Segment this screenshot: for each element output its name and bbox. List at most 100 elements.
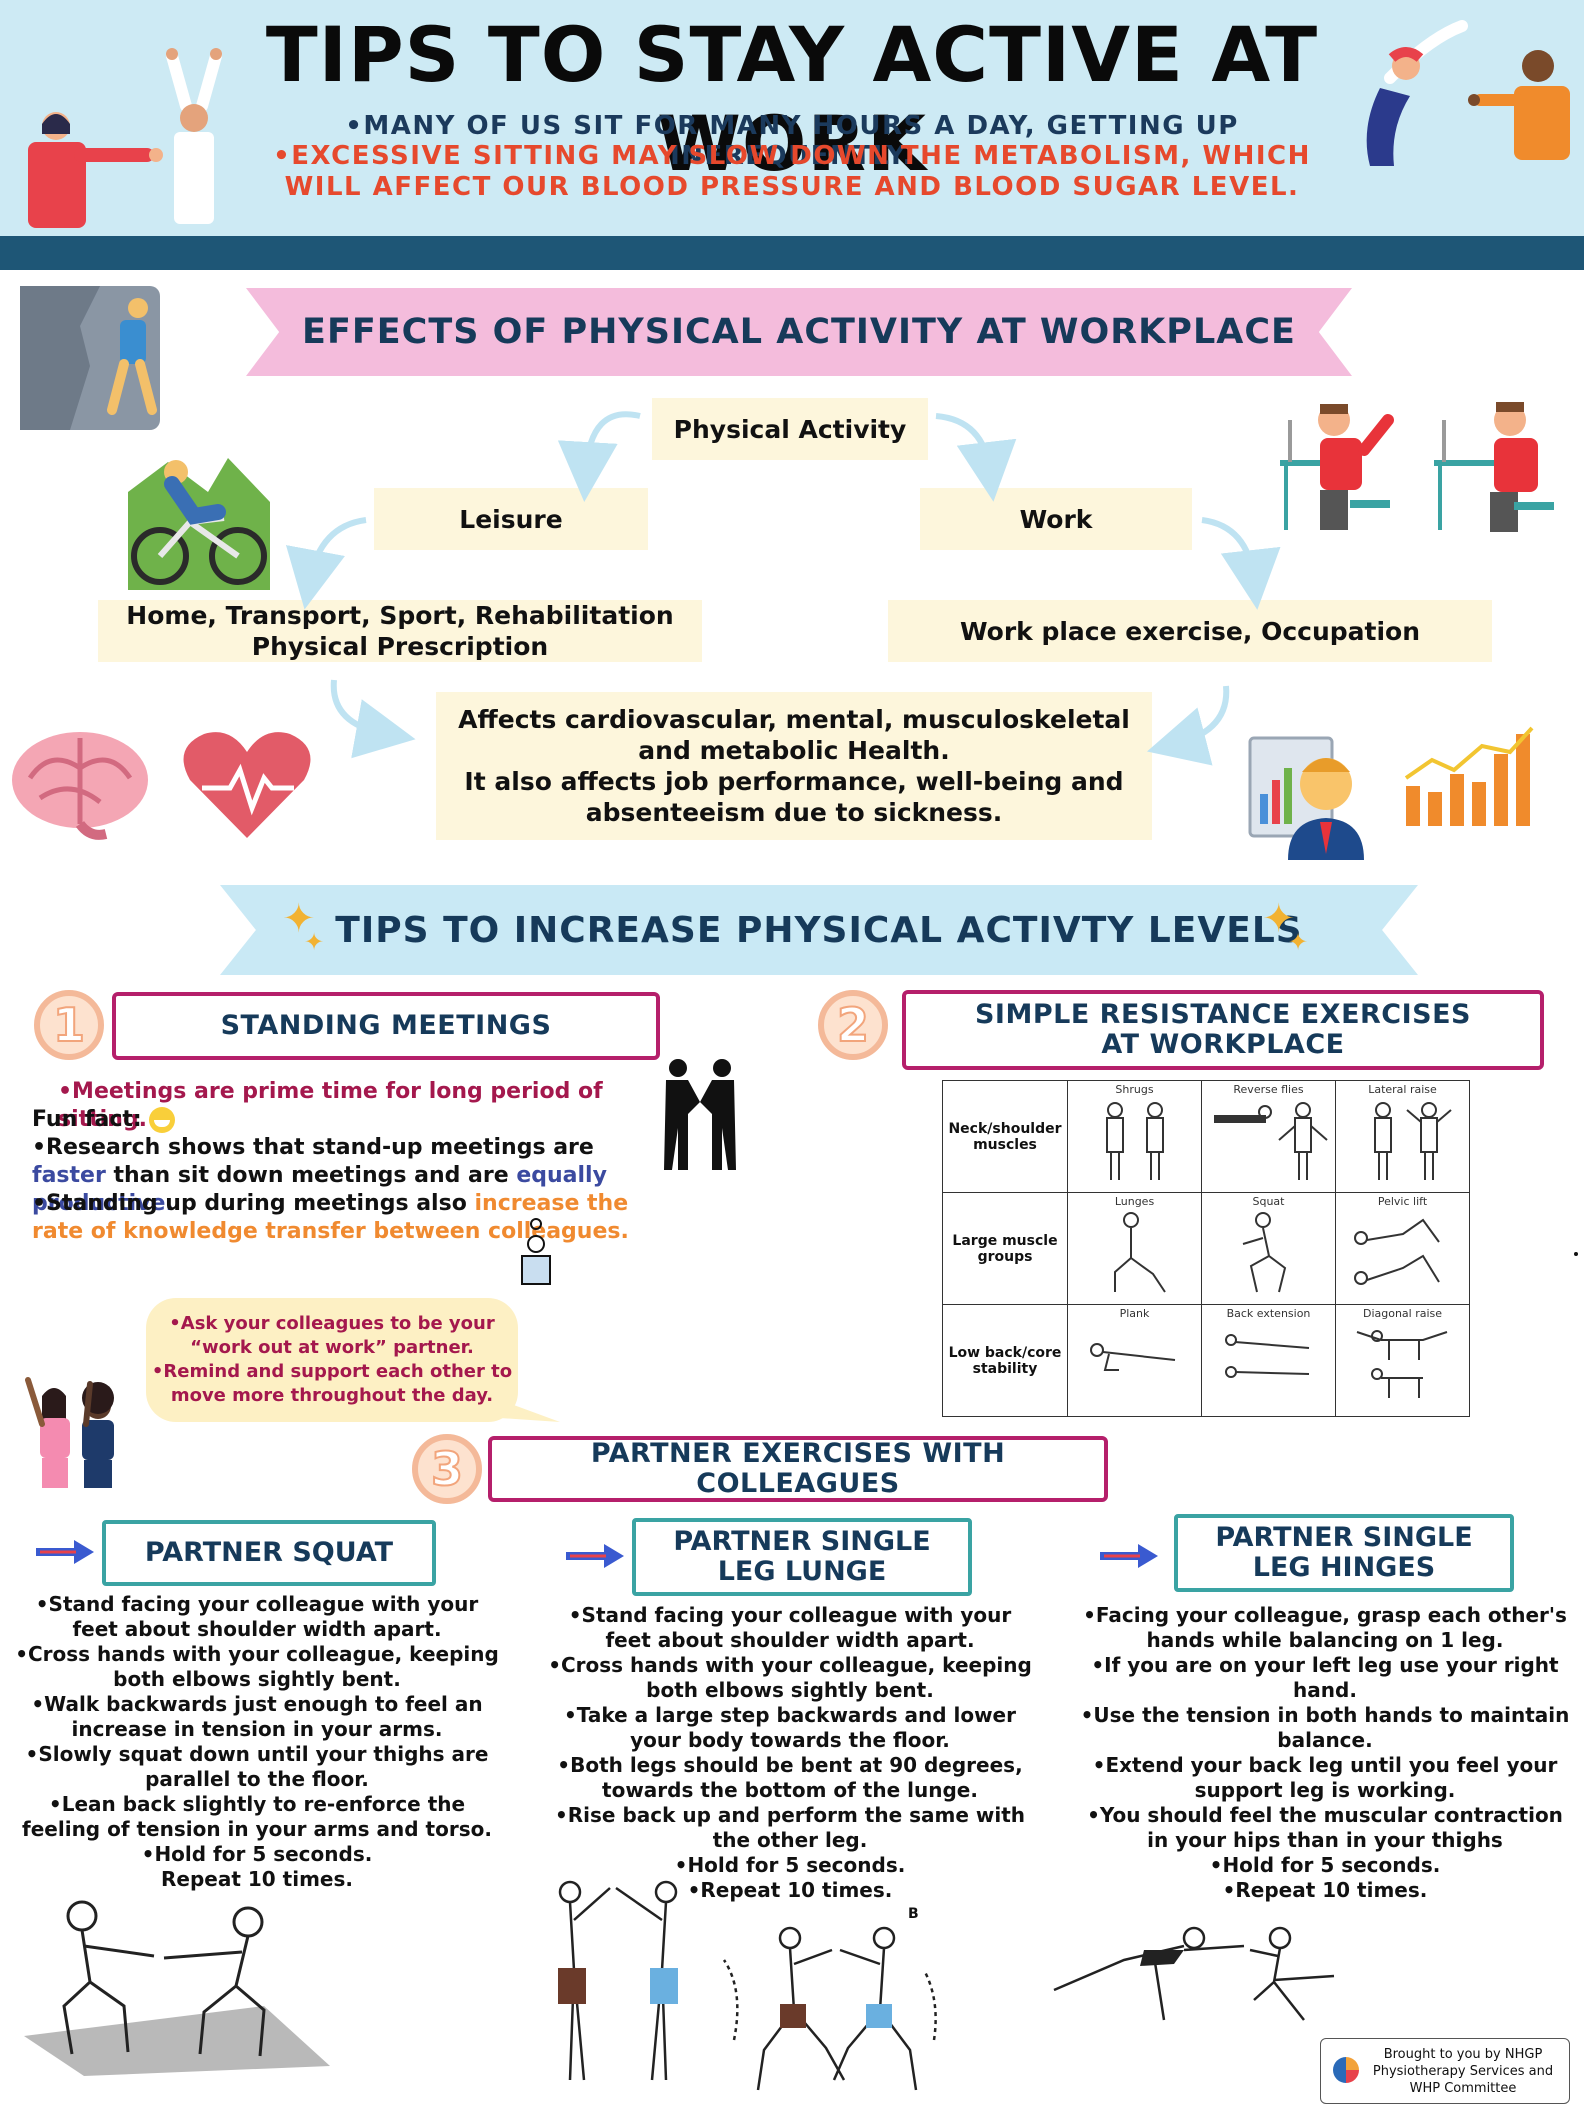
instruction-line: •Walk backwards just enough to feel an i…: [31, 1692, 483, 1741]
instruction-line: •Rise back up and perform the same with …: [554, 1803, 1025, 1852]
arrow-to-work-detail: [1201, 517, 1281, 610]
work-detail-box: Work place exercise, Occupation: [888, 600, 1492, 662]
exercise-label: Plank: [1119, 1307, 1150, 1320]
nhgp-logo-icon: [1333, 2057, 1359, 2083]
stray-dot: [1574, 1252, 1578, 1256]
instruction-line: •Facing your colleague, grasp each other…: [1083, 1603, 1567, 1652]
diagonal-raise-figure-icon: [1356, 1330, 1447, 1398]
table-row: Large muscle groups Lunges Squat Pelvic …: [942, 1192, 1470, 1305]
header-divider-bar: [0, 236, 1584, 270]
standing-text-a: •Standing up during meetings also: [32, 1191, 475, 1216]
instruction-line: •Cross hands with your colleague, keepin…: [15, 1642, 499, 1691]
presenter-illustration: [1248, 736, 1364, 860]
flow-arrows: [285, 411, 1281, 766]
reverse-flies-figure-icon: [1213, 1102, 1328, 1180]
research-text-a: •Research shows that stand-up meetings a…: [32, 1135, 594, 1160]
intro-line-sitting: •MANY OF US SIT FOR MANY HOURS A DAY, GE…: [345, 111, 1239, 171]
partner-exercises-title: PARTNER EXERCISES WITH COLLEAGUES: [488, 1436, 1108, 1502]
lightbulb-person-icon: [521, 1218, 551, 1285]
exercise-label: Pelvic lift: [1377, 1195, 1428, 1208]
section-number-1: 1: [34, 990, 104, 1060]
back-extension-figure-icon: [1224, 1334, 1309, 1378]
arrow-icon-lunge: [566, 1544, 624, 1568]
handshake-silhouette-icon: [664, 1059, 736, 1170]
arrow-work-to-effects: [1146, 685, 1230, 766]
header-background: [0, 0, 1584, 236]
instruction-line: •Both legs should be bent at 90 degrees,…: [557, 1753, 1023, 1802]
arrow-to-work: [935, 413, 1017, 502]
research-text-faster: faster: [32, 1163, 106, 1188]
leisure-detail-line1: Home, Transport, Sport, Rehabilitation: [126, 601, 674, 630]
meetings-sitting-text: •Meetings are prime time for long period…: [58, 1079, 603, 1132]
shrugs-figure-icon: [1105, 1102, 1164, 1180]
effects-banner: EFFECTS OF PHYSICAL ACTIVITY AT WORKPLAC…: [246, 288, 1352, 376]
research-text: •Research shows that stand-up meetings a…: [32, 1134, 672, 1218]
credit-text: Brought to you by NHGP Physiotherapy Ser…: [1372, 2046, 1554, 2096]
exercise-label: Reverse flies: [1233, 1083, 1304, 1096]
stretching-woman-illustration: [28, 112, 163, 228]
instruction-line: •Repeat 10 times.: [1222, 1878, 1428, 1902]
lunge-title-line2: LEG LUNGE: [717, 1556, 887, 1587]
research-text-c: than sit down meetings and are: [105, 1163, 517, 1188]
instruction-line: •Slowly squat down until your thighs are…: [25, 1742, 489, 1791]
row-label: Low back/core stability: [942, 1304, 1068, 1417]
table-cell: Squat: [1201, 1192, 1336, 1305]
research-text-productive: equally productive.: [32, 1163, 607, 1216]
exercise-label: Back extension: [1226, 1307, 1311, 1320]
bubble-line2: •Remind and support each other to move m…: [151, 1361, 513, 1406]
bubble-line1: •Ask your colleagues to be your “work ou…: [169, 1313, 495, 1358]
instruction-line: •Stand facing your colleague with your f…: [35, 1592, 479, 1641]
instruction-line: •Repeat 10 times.: [687, 1878, 893, 1902]
speech-bubble-tail: [500, 1400, 560, 1422]
brain-icon: [12, 732, 148, 840]
smile-emoji-icon: [149, 1107, 176, 1133]
section-number-3: 3: [412, 1434, 482, 1504]
lunges-figure-icon: [1113, 1212, 1166, 1293]
physical-activity-box: Physical Activity: [652, 398, 928, 460]
instruction-line: Repeat 10 times.: [161, 1867, 353, 1891]
hinges-title-line2: LEG HINGES: [1252, 1552, 1436, 1583]
exercise-label: Squat: [1252, 1195, 1285, 1208]
page-title: TIPS TO STAY ACTIVE AT WORK: [265, 10, 1319, 188]
arrow-icon-squat: [36, 1540, 94, 1564]
cyclist-illustration: [128, 458, 270, 590]
sparkle-icon-right: ✦: [1262, 896, 1296, 942]
exercise-label: Diagonal raise: [1362, 1307, 1443, 1320]
exercise-label: Shrugs: [1115, 1083, 1154, 1096]
instruction-line: •Cross hands with your colleague, keepin…: [548, 1653, 1032, 1702]
arms-raised-man-illustration: [166, 48, 222, 224]
hinges-title-line1: PARTNER SINGLE: [1215, 1522, 1473, 1553]
pointing-man-illustration: [1468, 50, 1570, 160]
exercise-label: Lateral raise: [1368, 1083, 1437, 1096]
table-cell: Plank: [1067, 1304, 1202, 1417]
instruction-line: •Lean back slightly to re-enforce the fe…: [22, 1792, 492, 1841]
tips-banner: TIPS TO INCREASE PHYSICAL ACTIVTY LEVELS: [220, 885, 1418, 975]
intro-line-metabolism: •EXCESSIVE SITTING MAY SLOW DOWN THE MET…: [273, 141, 1311, 202]
exercise-label: Lunges: [1114, 1195, 1155, 1208]
growth-chart-icon: [1404, 726, 1534, 826]
instruction-line: •Stand facing your colleague with your f…: [568, 1603, 1012, 1652]
arrow-to-leisure-detail: [285, 517, 367, 610]
credit-box: Brought to you by NHGP Physiotherapy Ser…: [1320, 2038, 1570, 2104]
standing-text: •Standing up during meetings also increa…: [32, 1190, 682, 1246]
fun-fact-label: Fun fact:: [32, 1106, 332, 1134]
instruction-line: •Hold for 5 seconds.: [674, 1853, 906, 1877]
partner-squat-title: PARTNER SQUAT: [102, 1520, 436, 1586]
arrow-icon-hinges: [1100, 1544, 1158, 1568]
rock-climber-illustration: [20, 286, 160, 430]
partner-speech-bubble: •Ask your colleagues to be your “work ou…: [146, 1298, 518, 1422]
lateral-raise-figure-icon: [1373, 1102, 1452, 1180]
squat-figure-icon: [1242, 1212, 1286, 1293]
lunge-title-line1: PARTNER SINGLE: [673, 1526, 931, 1557]
two-women-cheering-illustration: [25, 1377, 114, 1488]
table-row: Neck/shoulder muscles Shrugs Reverse fli…: [942, 1080, 1470, 1193]
sparkle-icon-right-small: ✦: [1288, 928, 1309, 956]
sparkle-icon-left-small: ✦: [304, 928, 325, 956]
health-effects-line2: It also affects job performance, well-be…: [464, 767, 1124, 827]
side-stretch-woman-illustration: [1366, 20, 1468, 166]
row-label: Large muscle groups: [942, 1192, 1068, 1305]
health-effects-line1: Affects cardiovascular, mental, musculos…: [458, 705, 1130, 765]
